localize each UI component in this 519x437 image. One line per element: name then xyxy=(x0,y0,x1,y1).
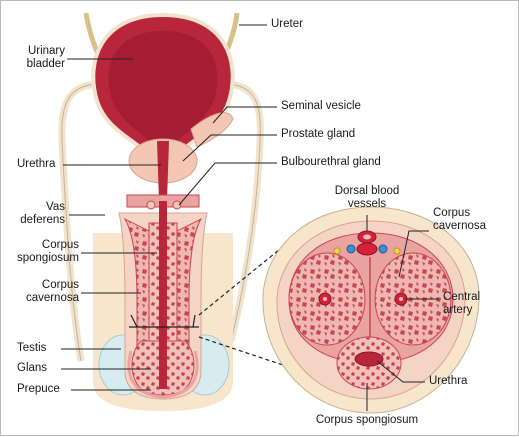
bulbourethral-gland-left xyxy=(146,200,156,210)
label-urethra-right: Urethra xyxy=(429,375,468,387)
label-prostate-gland: Prostate gland xyxy=(281,128,356,140)
dorsal-nerve-left xyxy=(333,247,341,255)
label-corpus-spongiosum-bottom: Corpus spongiosum xyxy=(315,414,419,426)
dorsal-vein-lumen xyxy=(363,234,371,240)
leader-prostate-gland xyxy=(182,134,277,162)
bladder-lumen xyxy=(108,31,218,151)
dorsal-artery-left xyxy=(346,244,356,254)
label-ureter: Ureter xyxy=(271,18,303,30)
label-central-artery: Central artery xyxy=(443,291,481,316)
label-vas-deferens: Vas deferens xyxy=(20,201,65,226)
central-artery-left-lumen xyxy=(323,297,327,301)
urethra-penile xyxy=(159,201,167,389)
cut-line-left xyxy=(130,314,138,328)
dashed-connector-bottom xyxy=(198,336,296,370)
urethra-section xyxy=(354,351,384,367)
label-prepuce: Prepuce xyxy=(17,383,60,395)
vas-deferens-right-outline xyxy=(185,83,261,342)
dashed-connector-top xyxy=(198,244,286,316)
label-urethra-left: Urethra xyxy=(17,158,56,170)
leader-seminal-vesicle xyxy=(212,106,277,124)
dorsal-artery-center xyxy=(356,242,378,256)
central-artery-right-lumen xyxy=(399,297,403,301)
leader-bulbourethral-gland xyxy=(178,162,277,206)
vas-deferens-left-outline xyxy=(61,83,142,362)
seminal-vesicle xyxy=(190,112,234,148)
leader-urethra-right xyxy=(376,360,425,383)
label-corpus-spongiosum-left: Corpus spongiosum xyxy=(16,239,79,264)
label-urinary-bladder: Urinary bladder xyxy=(26,45,65,70)
label-bulbourethral-gland: Bulbourethral gland xyxy=(281,156,381,168)
label-glans: Glans xyxy=(17,362,48,374)
cut-line-right xyxy=(192,314,196,328)
label-testis: Testis xyxy=(17,342,47,354)
label-corpus-cavernosa-left: Corpus cavernosa xyxy=(25,279,79,304)
dorsal-nerve-right xyxy=(393,247,401,255)
urethra-prostatic xyxy=(157,141,169,201)
label-seminal-vesicle: Seminal vesicle xyxy=(281,100,361,112)
bulbourethral-gland-right xyxy=(172,200,182,210)
label-dorsal-blood-vessels: Dorsal blood vessels xyxy=(334,185,400,210)
label-corpus-cavernosa-right: Corpus cavernosa xyxy=(433,207,487,232)
dorsal-artery-right xyxy=(378,244,388,254)
prepuce xyxy=(127,350,199,399)
leader-corpus-cavernosa-right xyxy=(398,230,429,278)
